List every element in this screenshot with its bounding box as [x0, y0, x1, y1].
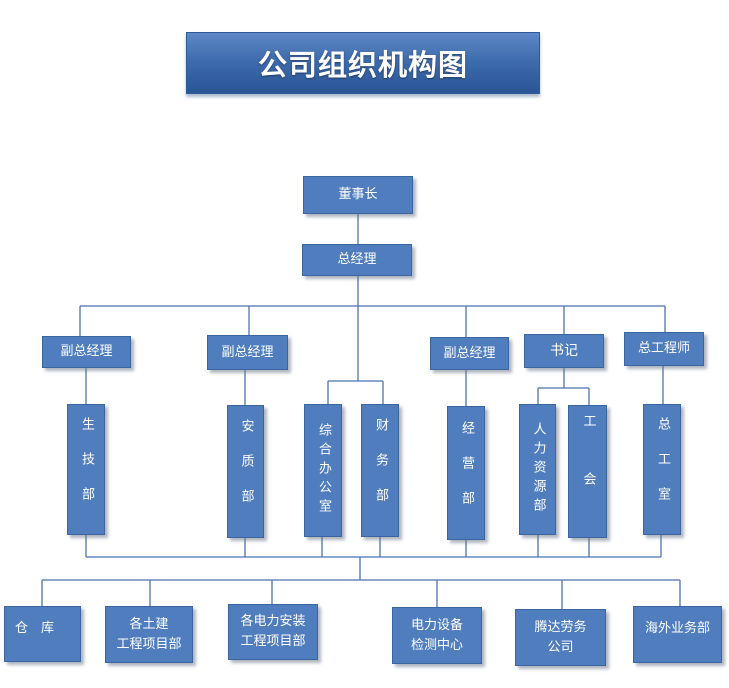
node-admin-office: 综合办公室	[304, 404, 342, 537]
node-business-dept: 经营部	[447, 406, 485, 540]
node-civil-project-dept: 各土建 工程项目部	[105, 606, 193, 663]
node-chairman: 董事长	[303, 176, 413, 214]
node-union: 工会	[568, 405, 607, 538]
node-secretary: 书记	[524, 334, 604, 368]
node-chief-engineer: 总工程师	[624, 332, 704, 366]
node-warehouse: 仓 库	[4, 606, 81, 662]
node-vice-gm-1: 副总经理	[42, 336, 131, 368]
node-tengda-labor-company: 腾达劳务 公司	[515, 609, 606, 666]
node-hr-dept: 人力资源部	[519, 404, 556, 535]
node-production-tech-dept: 生技部	[67, 404, 105, 535]
node-finance-dept: 财务部	[361, 404, 399, 537]
node-overseas-business-dept: 海外业务部	[633, 606, 722, 663]
node-vice-gm-3: 副总经理	[430, 337, 509, 370]
node-power-install-project-dept: 各电力安装 工程项目部	[228, 604, 318, 660]
node-safety-quality-dept: 安质部	[227, 405, 264, 538]
node-chief-engineer-office: 总工室	[643, 404, 681, 535]
page-title: 公司组织机构图	[186, 32, 540, 94]
node-power-equipment-test-center: 电力设备 检测中心	[392, 607, 482, 664]
node-general-manager: 总经理	[302, 244, 412, 276]
node-vice-gm-2: 副总经理	[207, 335, 288, 370]
